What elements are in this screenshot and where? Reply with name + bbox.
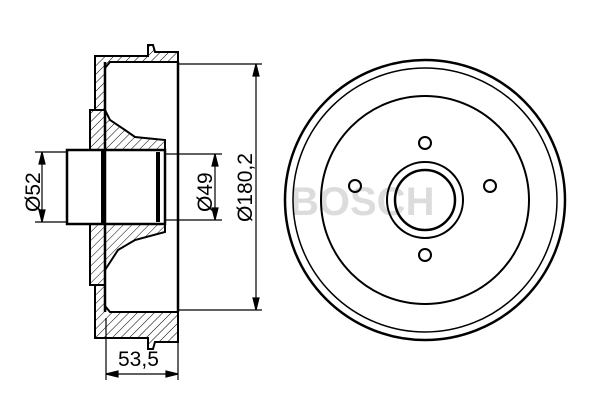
drum-width-label: 53,5 <box>118 348 159 371</box>
drum-outer-circle <box>283 58 567 342</box>
bolt-hole <box>348 179 362 193</box>
hub-inner-diameter-label: Ø49 <box>194 172 217 212</box>
hub-outer-diameter-label: Ø52 <box>22 172 45 212</box>
dimension-lines <box>35 63 262 380</box>
watermark-logo: BOSCH <box>290 180 434 224</box>
web-bottom <box>89 221 166 286</box>
hub-outer-circle <box>386 161 464 239</box>
drum-top-wall <box>94 44 179 111</box>
bolt-hole <box>418 136 432 150</box>
drum-bottom-wall <box>94 284 179 350</box>
section-view <box>89 44 179 350</box>
web-top <box>89 109 166 153</box>
drum-diameter-label: Ø180,2 <box>234 153 257 222</box>
bolt-hole <box>418 248 432 262</box>
hub-bore <box>65 62 180 312</box>
drum-inner-circle <box>320 95 530 305</box>
front-view <box>283 58 567 342</box>
bolt-hole <box>483 179 497 193</box>
drum-rim-circle <box>292 67 558 333</box>
hub-bore-circle <box>393 168 457 232</box>
